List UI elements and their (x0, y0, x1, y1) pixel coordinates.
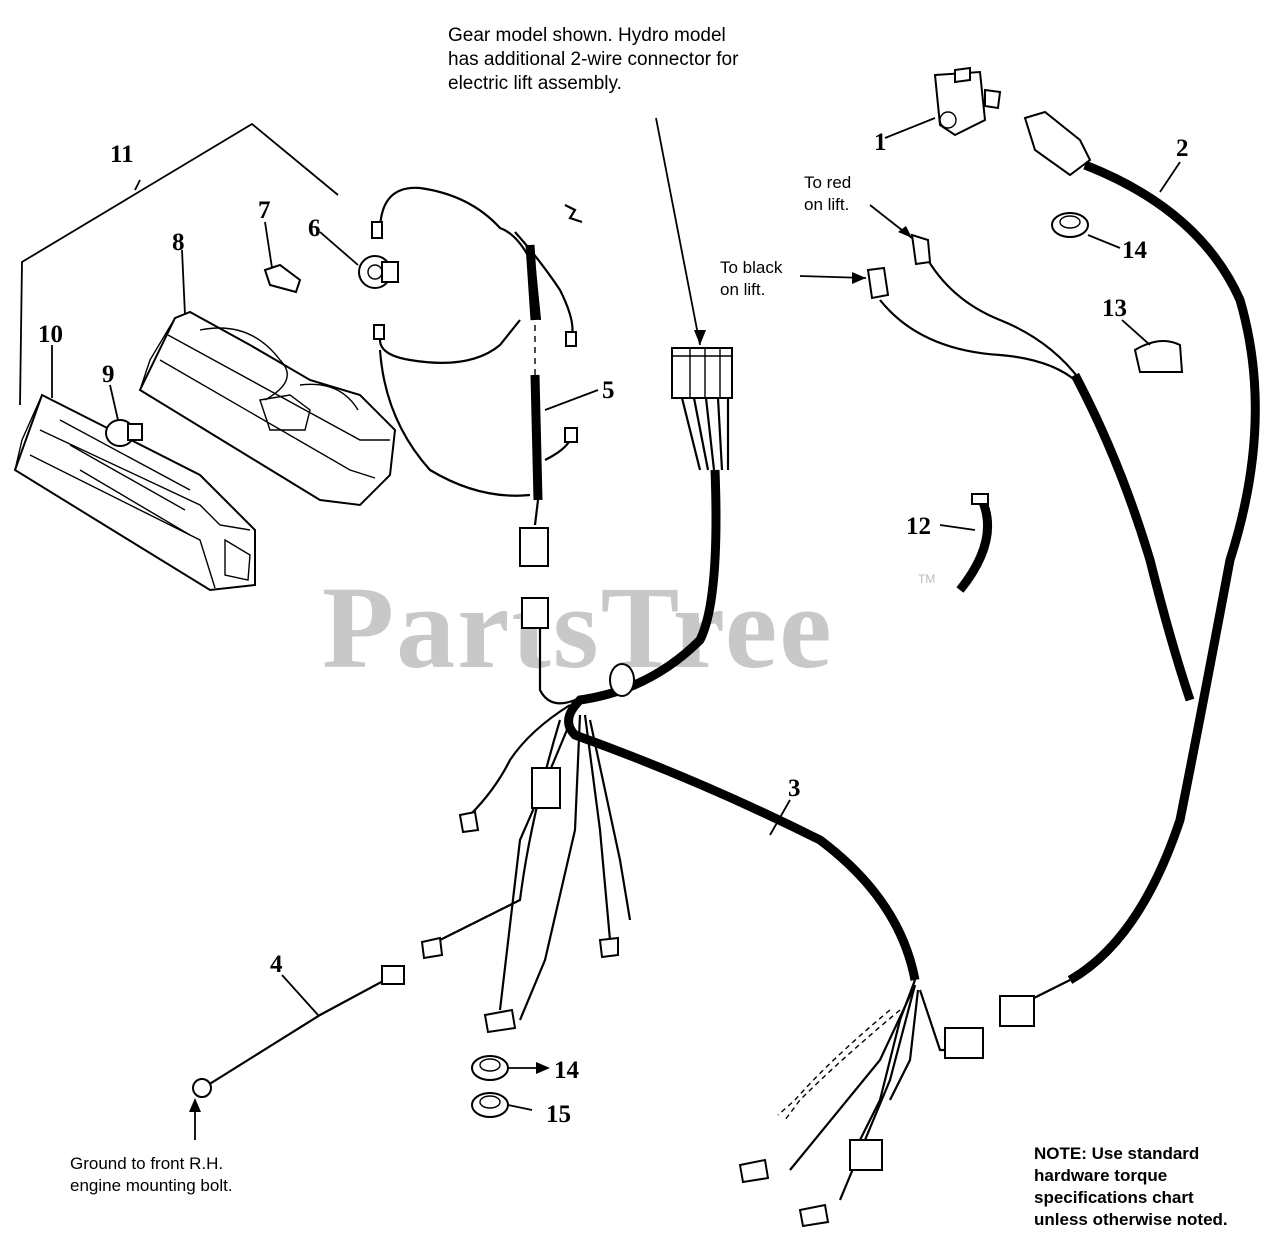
part-5-light-harness (371, 186, 583, 567)
callout-3: 3 (788, 775, 801, 802)
part-4-ground-wire (192, 965, 405, 1098)
callout-14-upper: 14 (1122, 237, 1148, 264)
part-11-bracket (19, 122, 339, 406)
leader-lines (51, 117, 1181, 1140)
callout-11: 11 (110, 141, 134, 168)
part-1-solenoid (933, 66, 1002, 137)
part-14-grommet-upper (1051, 212, 1089, 238)
watermark: PartsTree (322, 562, 834, 693)
note-to-black: To black on lift. (720, 258, 783, 299)
note-gear-model: Gear model shown. Hydro model has additi… (448, 25, 739, 94)
part-12-tie-strap (956, 493, 993, 593)
part-10-lens (13, 393, 256, 592)
callout-1: 1 (874, 129, 887, 156)
callout-12: 12 (906, 513, 931, 540)
part-6-socket (358, 255, 399, 289)
note-torque: NOTE: Use standard hardware torque speci… (1034, 1144, 1228, 1229)
callout-5: 5 (602, 377, 615, 404)
part-14-grommet-lower (471, 1055, 509, 1081)
watermark-trademark: TM (918, 572, 936, 586)
callout-13: 13 (1102, 295, 1127, 322)
callout-7: 7 (258, 197, 271, 224)
part-8-housing (138, 310, 397, 507)
part-3-main-harness (420, 347, 984, 1228)
callout-14-lower: 14 (554, 1057, 580, 1084)
callout-6: 6 (308, 215, 321, 242)
part-13-clamp (1133, 340, 1184, 373)
part-15-grommet (471, 1092, 509, 1118)
part-9-bulb (105, 419, 143, 447)
callout-9: 9 (102, 361, 115, 388)
note-to-red: To red on lift. (804, 173, 852, 214)
note-ground: Ground to front R.H. engine mounting bol… (70, 1154, 233, 1195)
part-7-clip (263, 263, 302, 294)
callout-8: 8 (172, 229, 185, 256)
callouts: 1 2 3 4 5 6 7 8 9 10 11 12 13 14 14 15 (38, 129, 1189, 1128)
callout-10: 10 (38, 321, 63, 348)
callout-15: 15 (546, 1101, 571, 1128)
callout-4: 4 (270, 951, 283, 978)
part-2-lift-harness (866, 110, 1260, 1027)
callout-2: 2 (1176, 135, 1189, 162)
